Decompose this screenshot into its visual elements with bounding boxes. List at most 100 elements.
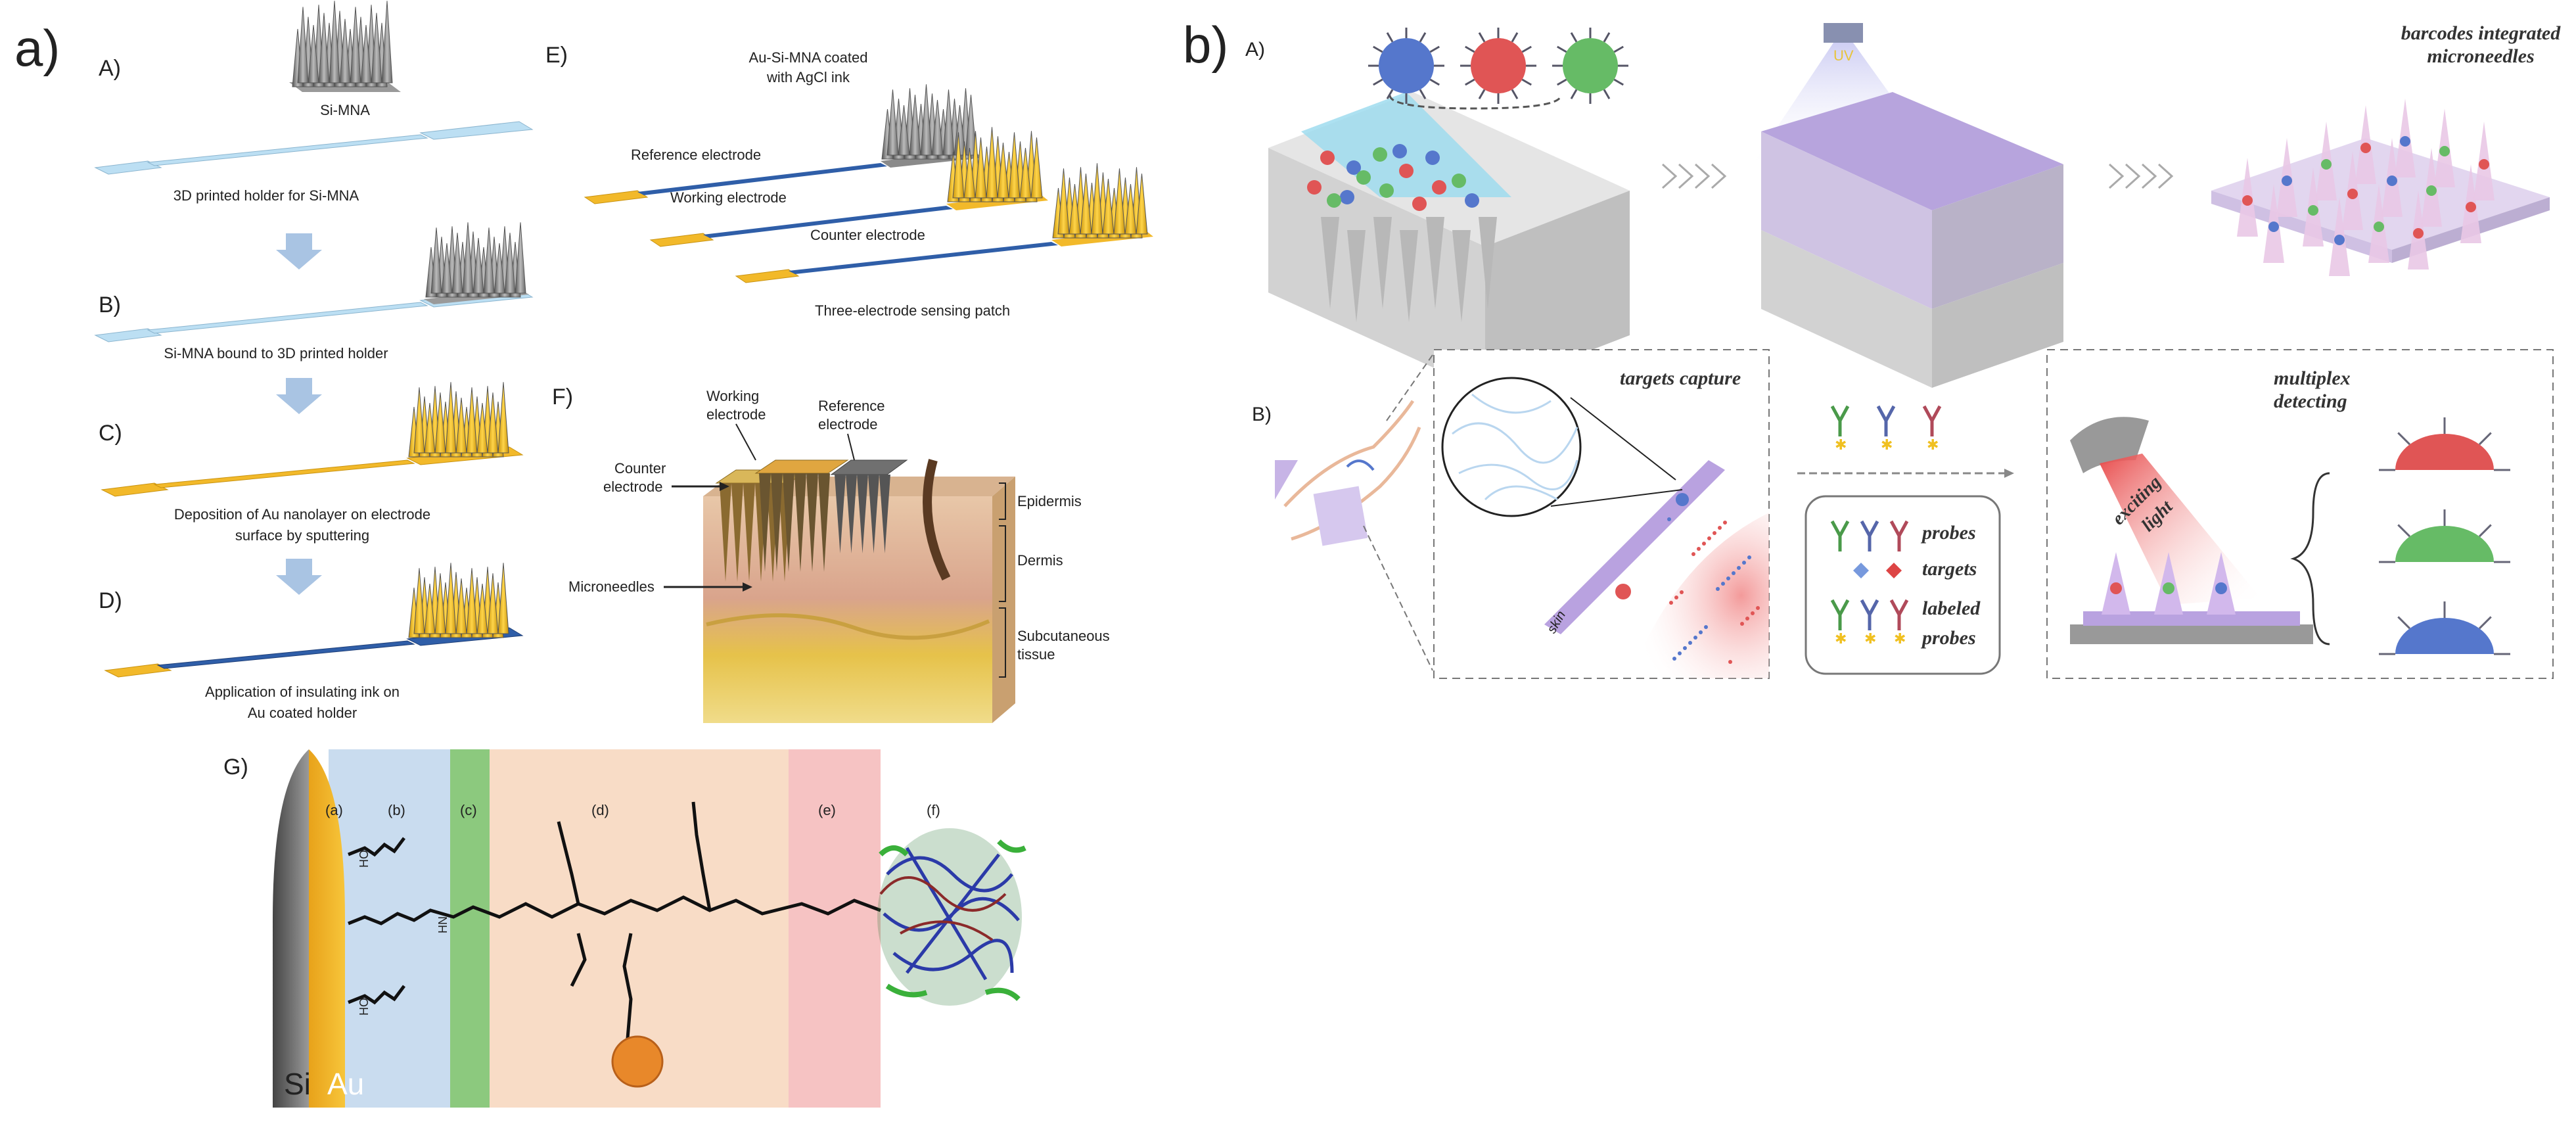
needle: [1113, 168, 1126, 235]
step-b: B) Si-MNA bound to 3D printed holder: [94, 222, 534, 362]
targets-label: targets: [1922, 558, 1977, 580]
barcode-bead: [1320, 151, 1335, 165]
panel-b-a-letter: A): [1245, 39, 1265, 60]
mold-cavity: [1373, 217, 1392, 309]
band-b: [329, 749, 450, 1108]
needle: [445, 563, 457, 634]
needle: [434, 573, 446, 634]
barcode-bead: [1327, 193, 1341, 208]
mold-cavity: [1479, 217, 1497, 309]
needle: [515, 222, 526, 294]
microneedle: [806, 473, 818, 572]
needle: [986, 127, 998, 199]
electrode-reference: [830, 459, 908, 553]
barcode-bead: [1432, 180, 1446, 195]
labeled-probes-label-2: probes: [1920, 627, 1976, 649]
section-e: (e): [818, 802, 836, 818]
needle: [497, 382, 509, 454]
barcodes-title-1: barcodes integrated: [2401, 22, 2561, 44]
barcode-bead: [1307, 180, 1322, 195]
multiplex-detecting-box: multiplex detecting exciting light: [2046, 349, 2554, 679]
step-b-letter: B): [99, 293, 121, 317]
panel-b-b-letter: B): [1252, 404, 1272, 425]
microneedle: [879, 475, 890, 553]
needle: [942, 89, 955, 156]
section-d: (d): [591, 802, 609, 818]
band-e: [789, 749, 881, 1108]
layer-brackets: [999, 482, 1006, 678]
step-a-letter: A): [99, 56, 121, 81]
needle: [952, 132, 965, 199]
particle: [611, 1035, 664, 1088]
needle: [997, 143, 1009, 199]
holder-a: [94, 121, 534, 175]
needle: [886, 89, 899, 156]
mold-cavity: [1452, 230, 1471, 322]
step-d-letter: D): [99, 588, 122, 613]
si-label: Si: [284, 1067, 311, 1101]
needle: [455, 398, 467, 454]
step-d-caption-2: Au coated holder: [248, 705, 357, 721]
needle: [455, 578, 467, 634]
targets-capture-label: targets capture: [1620, 367, 1741, 389]
needle: [1057, 168, 1070, 235]
section-b: (b): [388, 802, 405, 818]
working-electrode-label: Working electrode: [670, 189, 787, 206]
needle: [339, 18, 351, 83]
microneedle: [771, 473, 783, 572]
needle: [487, 573, 499, 634]
multiplex-label-2: detecting: [2274, 390, 2347, 412]
probe-legend: ✱✱✱ ✱✱✱ probes targets labeled probes: [1797, 405, 2014, 675]
microneedle: [720, 483, 731, 582]
needle: [413, 568, 425, 634]
counter-electrode-label: Counter electrode: [810, 227, 925, 243]
reference-electrode-label: Reference electrode: [631, 147, 761, 163]
detect-bead: [2395, 434, 2494, 470]
targets-capture-box: targets capture skin: [1433, 349, 1770, 679]
barcode-bead: [1373, 147, 1387, 162]
needle: [975, 137, 987, 199]
svg-text:✱: ✱: [1881, 437, 1893, 454]
barcode-bead: [1412, 197, 1427, 211]
needle: [430, 227, 442, 294]
mold-cavity: [1426, 217, 1444, 309]
working-label-1: Working: [706, 388, 759, 404]
barcode-bead: [1392, 144, 1407, 158]
needle: [318, 12, 330, 83]
protein-structure: [877, 828, 1026, 1006]
reference-label-1: Reference: [818, 398, 885, 414]
arrow-down: [276, 559, 322, 595]
needle: [1091, 163, 1103, 235]
mold-cavity: [1347, 230, 1366, 322]
section-f: (f): [927, 802, 940, 818]
svg-text:HO: HO: [357, 998, 371, 1016]
needle: [494, 243, 505, 294]
barcodes-title-2: microneedles: [2427, 45, 2534, 67]
chevrons-1: [1661, 163, 1727, 189]
step-a-caption: 3D printed holder for Si-MNA: [173, 187, 359, 204]
barcode-particle: [1563, 38, 1618, 93]
svg-text:✱: ✱: [1927, 437, 1939, 454]
labeled-probes-label-1: labeled: [1922, 597, 1981, 619]
panel-a-label: a): [14, 19, 60, 77]
needle: [472, 238, 484, 294]
microneedle: [846, 475, 857, 553]
si-mna-chip: [289, 1, 401, 92]
detect-bead: [2395, 618, 2494, 654]
microneedle: [731, 483, 743, 582]
step-b-caption: Si-MNA bound to 3D printed holder: [164, 345, 388, 362]
panel-b-label: b): [1183, 16, 1228, 74]
svg-text:HO: HO: [357, 850, 371, 868]
step-d-caption-1: Application of insulating ink on: [205, 684, 400, 700]
needle: [424, 402, 436, 454]
step-c: C) Deposition of Au nanolayer on electro…: [99, 382, 524, 544]
coat-label-1: Au-Si-MNA coated: [749, 49, 868, 66]
microneedles-label: Microneedles: [568, 578, 655, 595]
chevrons-2: [2108, 163, 2174, 189]
microneedle: [857, 475, 868, 553]
uv-label: UV: [1833, 47, 1854, 64]
mold-cavity: [1400, 230, 1418, 322]
needle: [476, 402, 488, 454]
step-d: D) Application of insulating ink on Au c…: [99, 563, 524, 721]
